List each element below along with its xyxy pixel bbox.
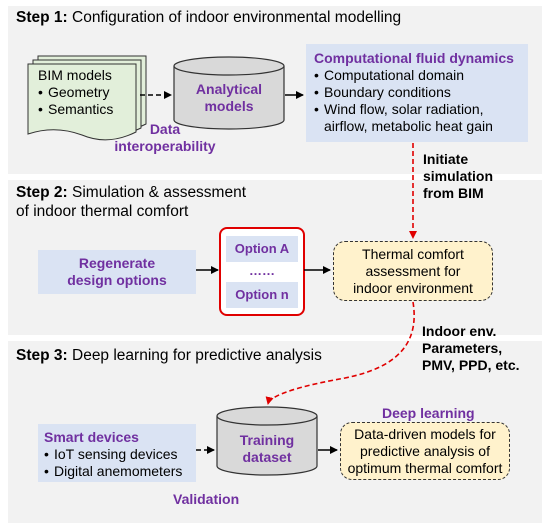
deep-learning-title: Deep learning <box>382 405 475 421</box>
bim-item-semantics: Semantics <box>38 101 113 118</box>
bim-title: BIM models <box>38 67 112 83</box>
validation-label: Validation <box>173 491 240 507</box>
step2-title: Step 2: Simulation & assessment of indoo… <box>16 184 247 220</box>
training-dataset-cylinder <box>216 406 318 476</box>
arrow-thermal-to-training <box>265 301 415 405</box>
cfd-item-domain: Computational domain <box>314 67 528 84</box>
cfd-item-continuation: airflow, metabolic heat gain <box>324 118 493 134</box>
option-a-box <box>226 236 298 262</box>
option-a-label: Option A <box>234 241 290 256</box>
smart-devices-box: Smart devices IoT sensing devices Digita… <box>38 424 196 482</box>
option-n-label: Option n <box>235 287 289 302</box>
bim-models-label: BIM models Geometry Semantics <box>38 67 113 118</box>
option-n-box <box>226 282 298 308</box>
analytical-models-cylinder <box>173 56 285 130</box>
option-dots-label: …… <box>249 263 275 278</box>
cfd-box: Computational fluid dynamics Computation… <box>306 44 528 142</box>
cfd-item-boundary: Boundary conditions <box>314 84 528 101</box>
cfd-list: Computational domain Boundary conditions… <box>306 67 528 118</box>
indoor-env-parameters-label: Indoor env.Parameters,PMV, PPD, etc. <box>422 323 520 373</box>
bim-item-geometry: Geometry <box>38 84 113 101</box>
smart-item-iot: IoT sensing devices <box>44 446 196 463</box>
cfd-item-wind: Wind flow, solar radiation, <box>314 101 528 118</box>
cfd-title: Computational fluid dynamics <box>314 50 514 66</box>
step1-title: Step 1: Configuration of indoor environm… <box>16 9 402 26</box>
smart-devices-list: IoT sensing devices Digital anemometers <box>38 446 196 480</box>
step3-title: Step 3: Deep learning for predictive ana… <box>16 347 322 364</box>
bim-list: Geometry Semantics <box>38 84 113 118</box>
smart-item-anemometers: Digital anemometers <box>44 463 196 480</box>
smart-devices-title: Smart devices <box>44 429 139 445</box>
